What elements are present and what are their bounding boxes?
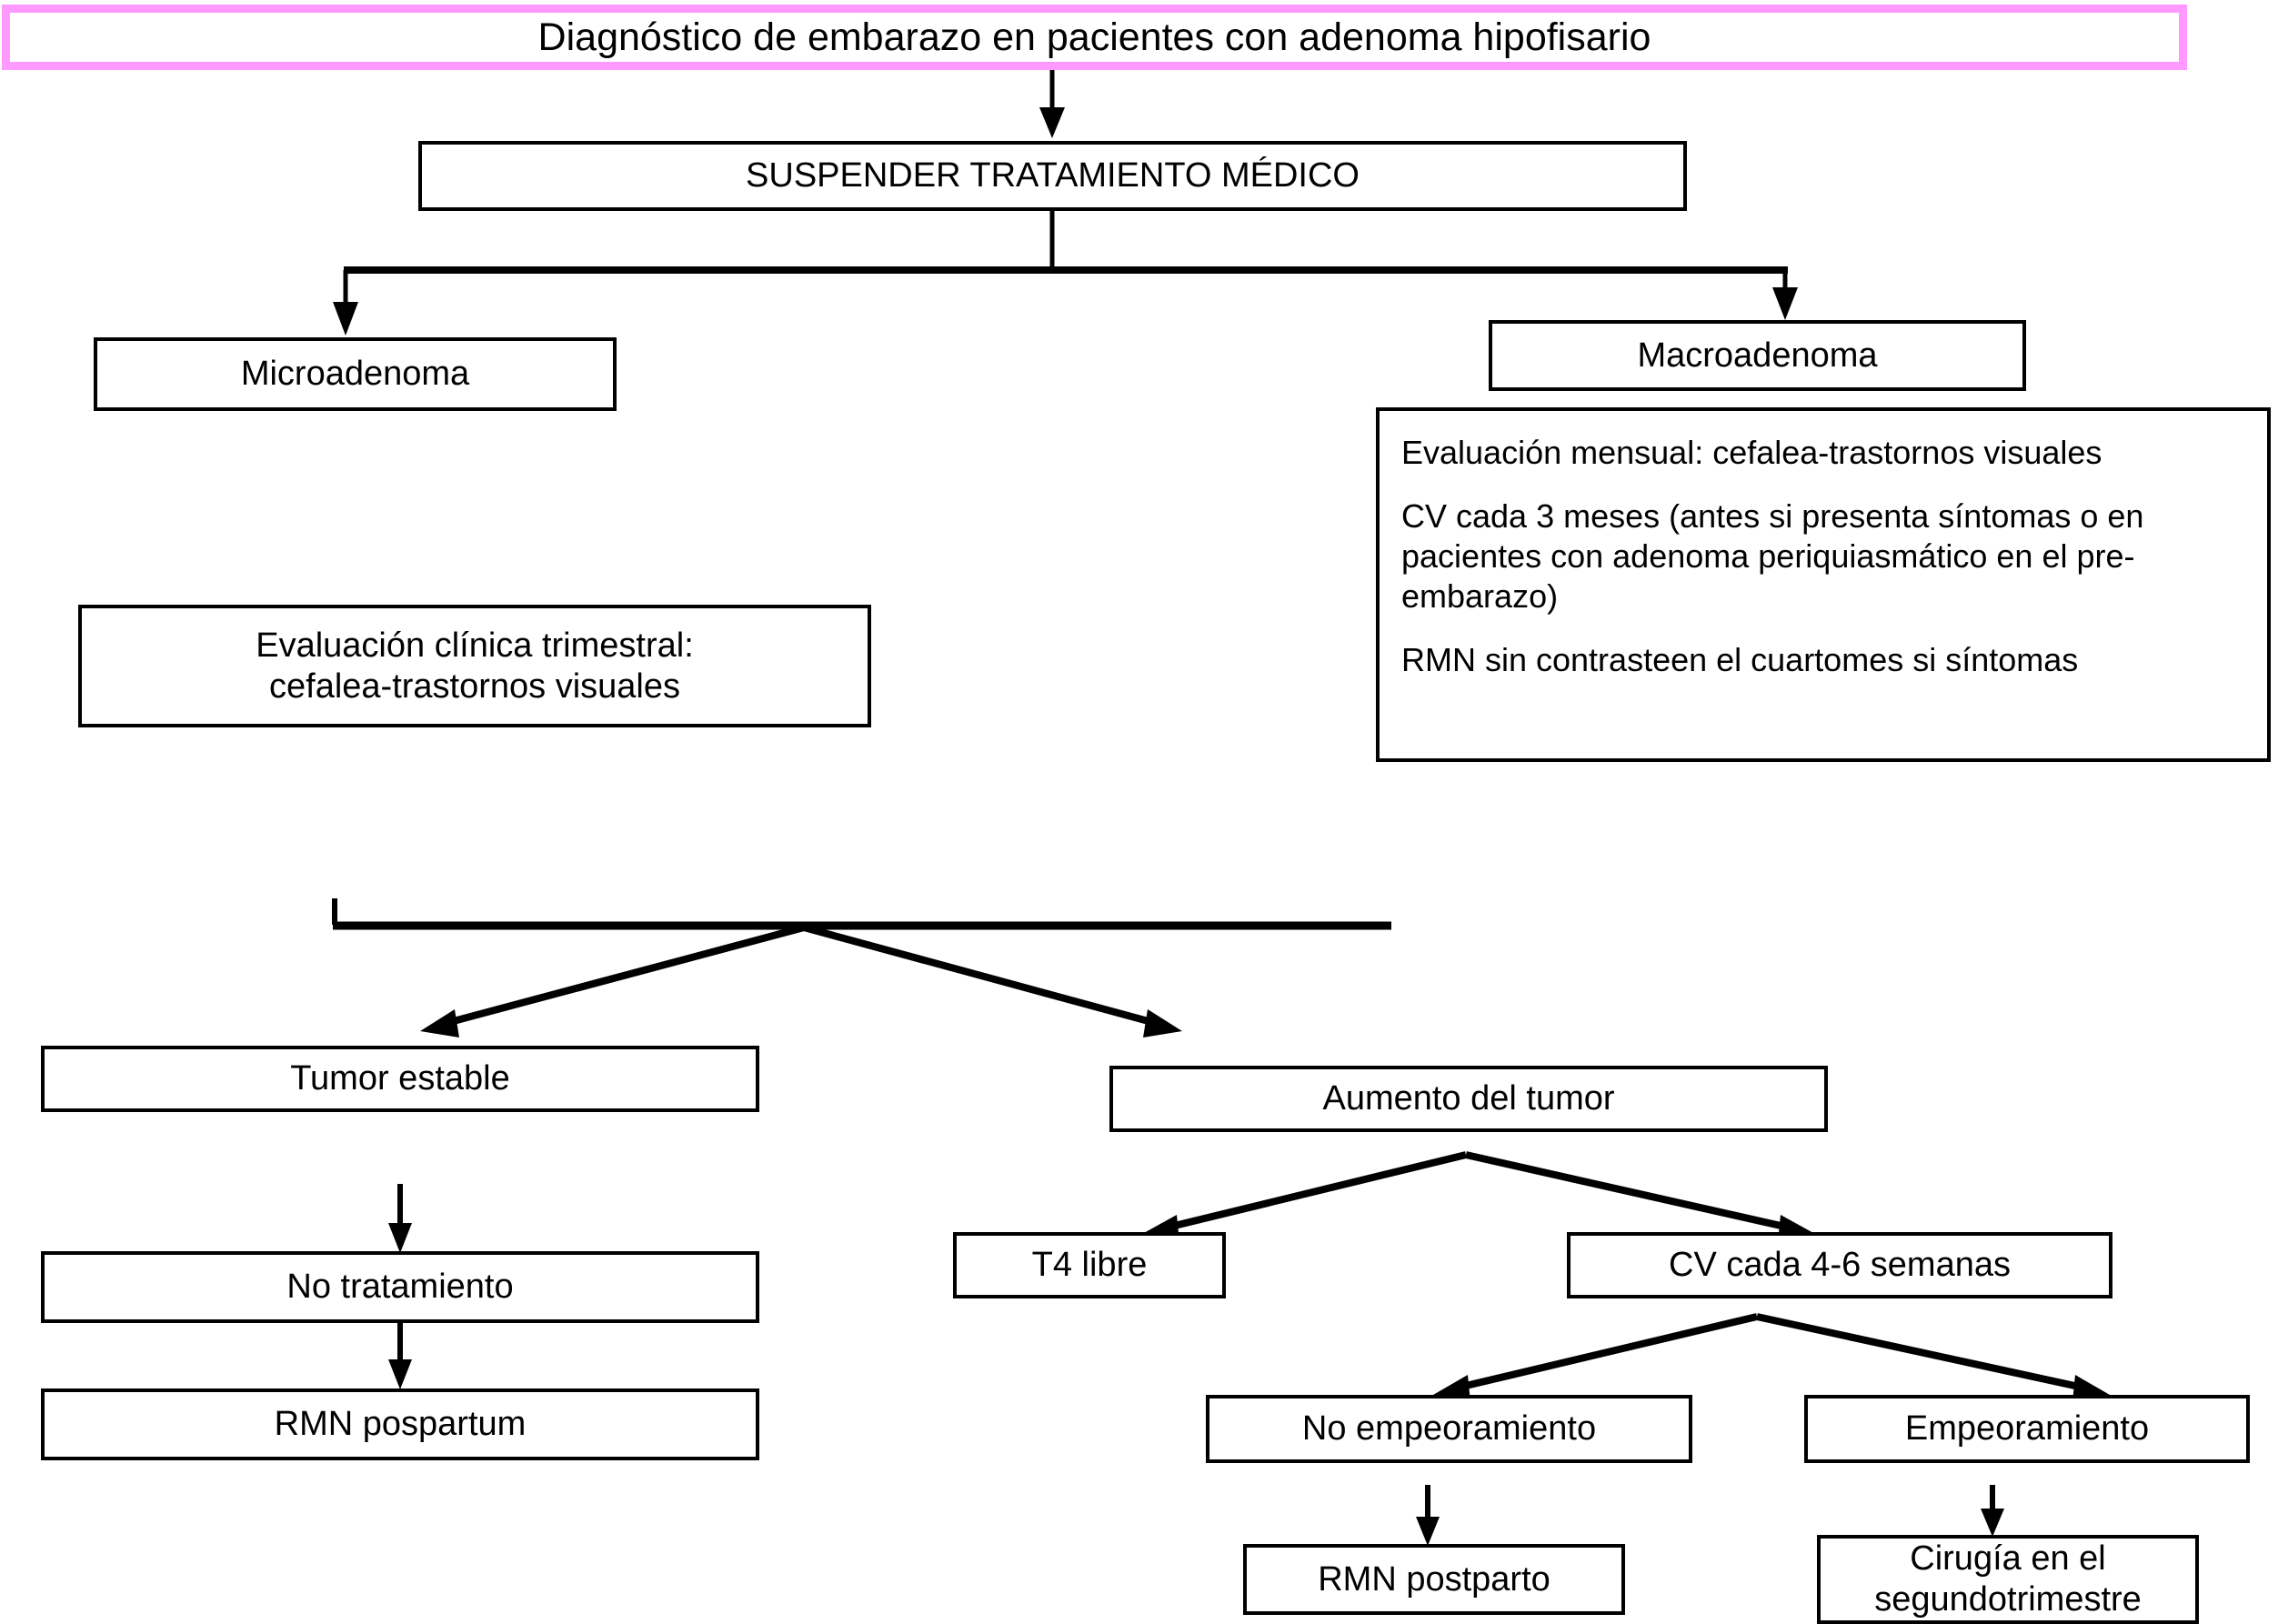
micro-followup-line-2: cefalea-trastornos visuales (269, 667, 680, 706)
cirugia-line-1: Cirugía en el (1910, 1539, 2106, 1579)
cirugia-line-2: segundotrimestre (1874, 1580, 2142, 1619)
node-suspend-treatment: SUSPENDER TRATAMIENTO MÉDICO (418, 141, 1687, 211)
node-empeoramiento: Empeoramiento (1804, 1395, 2250, 1463)
node-t4-libre: T4 libre (953, 1232, 1226, 1298)
arrow-estable-to-notrat (388, 1184, 412, 1253)
page-title: Diagnóstico de embarazo en pacientes con… (537, 15, 1651, 59)
node-rmn-pospartum: RMN pospartum (41, 1388, 759, 1460)
mid-section-bus (332, 898, 1391, 1038)
macro-followup-item-1: Evaluación mensual: cefalea-trastornos v… (1401, 434, 2102, 471)
node-no-tratamiento: No tratamiento (41, 1251, 759, 1323)
macro-followup-item-3: RMN sin contrasteen el cuartomes si sínt… (1401, 640, 2079, 678)
node-tumor-estable: Tumor estable (41, 1046, 759, 1112)
arrow-emp-to-cirugia (1981, 1485, 2004, 1537)
arrow-title-to-suspend (1039, 69, 1065, 138)
split-bus-suspend (333, 211, 1798, 336)
diagram-title-banner: Diagnóstico de embarazo en pacientes con… (2, 5, 2187, 70)
arrow-notrat-to-rmn (388, 1323, 412, 1389)
node-rmn-postparto: RMN postparto (1243, 1544, 1625, 1615)
node-microadenoma: Microadenoma (94, 337, 617, 411)
split-aumento (1142, 1151, 1815, 1242)
node-aumento-tumor: Aumento del tumor (1109, 1066, 1828, 1132)
micro-followup-line-1: Evaluación clínica trimestral: (256, 626, 694, 665)
arrow-noemp-to-rmnpost (1416, 1485, 1440, 1546)
node-macroadenoma: Macroadenoma (1489, 320, 2026, 391)
node-cv-4-6-semanas: CV cada 4-6 semanas (1567, 1232, 2112, 1298)
node-cirugia-segundo-trimestre: Cirugía en el segundotrimestre (1817, 1535, 2199, 1624)
node-microadenoma-followup: Evaluación clínica trimestral: cefalea-t… (78, 605, 871, 727)
node-no-empeoramiento: No empeoramiento (1206, 1395, 1692, 1463)
split-cv (1433, 1313, 2110, 1402)
macro-followup-item-2: CV cada 3 meses (antes si presenta sínto… (1401, 496, 2144, 615)
node-macroadenoma-followup: Evaluación mensual: cefalea-trastornos v… (1376, 407, 2271, 762)
